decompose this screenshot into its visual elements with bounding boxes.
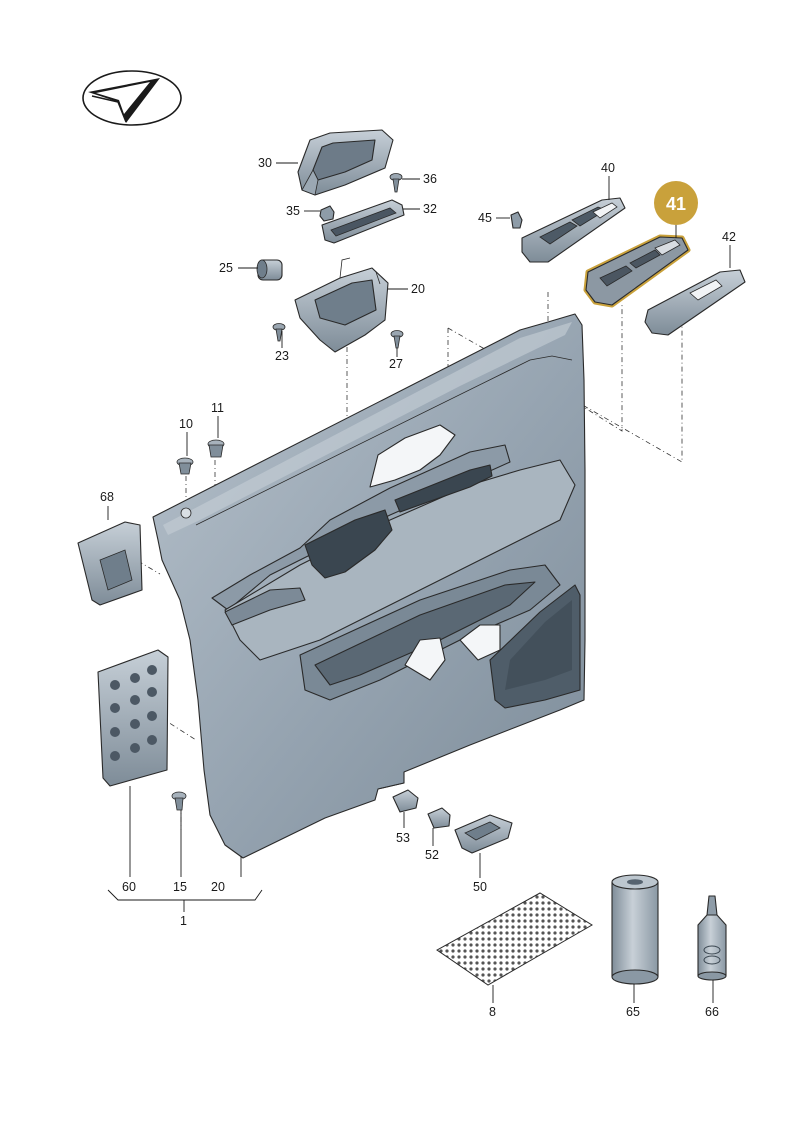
logo-emblem [82, 70, 182, 126]
callout-45: 45 [478, 211, 492, 225]
callout-42: 42 [722, 230, 736, 244]
callout-35: 35 [286, 204, 300, 218]
part-15-clip [171, 791, 187, 811]
part-23-screw [272, 323, 286, 342]
callout-32: 32 [423, 202, 437, 216]
part-53-clip [392, 789, 419, 813]
callout-10: 10 [179, 417, 193, 431]
callout-27: 27 [389, 357, 403, 371]
part-8-mesh-mat [436, 892, 593, 986]
callout-8: 8 [489, 1005, 496, 1019]
callout-60: 60 [122, 880, 136, 894]
callout-23: 23 [275, 349, 289, 363]
callout-15: 15 [173, 880, 187, 894]
part-32-switch-strip [321, 199, 405, 244]
part-60-clip-board [97, 649, 169, 787]
callout-25: 25 [219, 261, 233, 275]
part-52-clip [427, 807, 451, 829]
callout-53: 53 [396, 831, 410, 845]
part-65-roll [611, 874, 659, 985]
highlight-callout-41: 41 [654, 181, 698, 238]
part-10-plug [176, 457, 194, 475]
part-50-cover [454, 814, 513, 854]
part-25-connector [256, 259, 283, 281]
leader-lines [107, 162, 731, 1003]
part-40-switch-carrier [521, 197, 626, 263]
part-68-pad [77, 521, 143, 606]
callout-20-panel: 20 [211, 880, 225, 894]
part-66-adhesive-bottle [697, 895, 727, 981]
part-42-switch-bezel [644, 269, 746, 336]
part-20-bracket [294, 257, 389, 353]
part-11-plug [207, 439, 225, 458]
callout-20-bracket: 20 [411, 282, 425, 296]
callout-11: 11 [211, 401, 224, 415]
part-35-clip [319, 205, 335, 222]
callout-36: 36 [423, 172, 437, 186]
callout-52: 52 [425, 848, 439, 862]
callout-66: 66 [705, 1005, 719, 1019]
callout-50: 50 [473, 880, 487, 894]
part-45-clip [510, 211, 523, 229]
callout-68: 68 [100, 490, 114, 504]
callout-30: 30 [258, 156, 272, 170]
callout-1: 1 [180, 914, 187, 928]
callout-40: 40 [601, 161, 615, 175]
part-36-screw [389, 173, 403, 193]
callout-41: 41 [666, 194, 686, 214]
callout-labels: 30 36 35 32 25 20 23 27 40 45 42 10 11 6… [100, 156, 736, 1019]
part-27-screw [390, 330, 404, 349]
callout-65: 65 [626, 1005, 640, 1019]
door-trim-panel [152, 313, 586, 859]
part-30-handle-bezel [297, 129, 394, 196]
part-41-window-switch-highlighted [583, 234, 691, 308]
